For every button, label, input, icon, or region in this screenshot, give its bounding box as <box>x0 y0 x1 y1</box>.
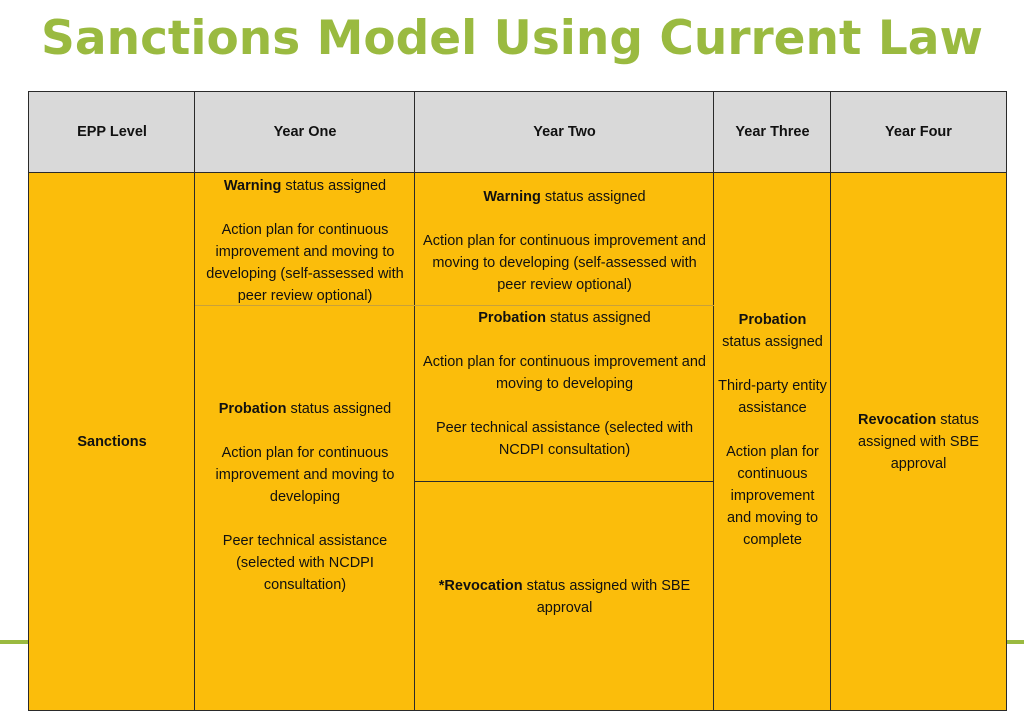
year-one-warning-action-plan: Action plan for continuous improvement a… <box>206 222 404 304</box>
year-two-revocation-status: *Revocation status assigned with SBE app… <box>438 578 691 616</box>
year-three-status-rest: status assigned <box>722 334 823 350</box>
year-three-action-plan: Action plan for continuous improvement a… <box>726 444 819 548</box>
header-year-one: Year One <box>195 92 415 172</box>
epp-level-sanctions: Sanctions <box>77 433 147 450</box>
sanctions-table: EPP Level Year One Year Two Year Three Y… <box>28 91 1007 711</box>
year-three-cell: Probation status assigned Third-party en… <box>714 173 831 710</box>
year-three-status-bold: Probation <box>738 312 807 328</box>
col-divider-1 <box>194 92 195 710</box>
year-one-probation-action-plan: Action plan for continuous improvement a… <box>215 445 395 505</box>
year-two-warning-status: Warning status assigned <box>483 189 646 205</box>
year-three-assistance: Third-party entity assistance <box>718 378 827 416</box>
col-divider-3 <box>713 92 714 710</box>
col-divider-2 <box>414 92 415 710</box>
year-four-cell: Revocation status assigned with SBE appr… <box>831 173 1006 710</box>
col-divider-4 <box>830 92 831 710</box>
year-two-probation-assistance: Peer technical assistance (selected with… <box>435 420 694 458</box>
year-two-revocation-cell: *Revocation status assigned with SBE app… <box>415 482 714 710</box>
year-two-warning-action-plan: Action plan for continuous improvement a… <box>423 233 706 293</box>
year-one-probation-assistance: Peer technical assistance (selected with… <box>222 533 388 593</box>
year-four-revocation-status: Revocation status assigned with SBE appr… <box>858 412 979 472</box>
header-year-four: Year Four <box>831 92 1006 172</box>
probation-revocation-divider <box>415 481 714 482</box>
header-divider <box>29 172 1006 173</box>
accent-line-left <box>0 640 30 644</box>
header-epp-level: EPP Level <box>29 92 195 172</box>
year-one-warning-status: Warning status assigned <box>223 178 387 194</box>
year-two-warning-cell: Warning status assigned Action plan for … <box>415 173 714 305</box>
warning-probation-divider <box>195 305 714 306</box>
header-year-three: Year Three <box>714 92 831 172</box>
year-two-probation-action-plan: Action plan for continuous improvement a… <box>423 354 706 392</box>
year-two-probation-status: Probation status assigned <box>478 310 651 326</box>
year-one-probation-cell: Probation status assigned Action plan fo… <box>195 306 415 710</box>
year-one-probation-status: Probation status assigned <box>218 401 392 417</box>
header-year-two: Year Two <box>415 92 714 172</box>
year-one-warning-cell: Warning status assigned Action plan for … <box>195 173 415 305</box>
accent-line-right <box>1006 640 1024 644</box>
year-two-probation-cell: Probation status assigned Action plan fo… <box>415 306 714 481</box>
page-title: Sanctions Model Using Current Law <box>41 11 983 66</box>
